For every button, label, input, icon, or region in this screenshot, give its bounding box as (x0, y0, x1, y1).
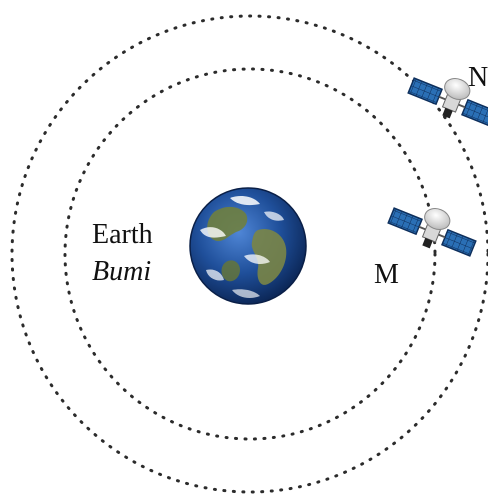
inner-orbit (63, 67, 437, 441)
satellite-m-icon (387, 207, 477, 257)
earth-globe (189, 187, 307, 305)
satellite-n-icon (407, 77, 488, 127)
outer-orbit (10, 14, 488, 494)
satellite-m-label: M (374, 259, 399, 290)
earth-label-malay: Bumi (92, 256, 151, 287)
satellite-n-label: N (468, 62, 488, 93)
earth-label: Earth (92, 219, 153, 250)
